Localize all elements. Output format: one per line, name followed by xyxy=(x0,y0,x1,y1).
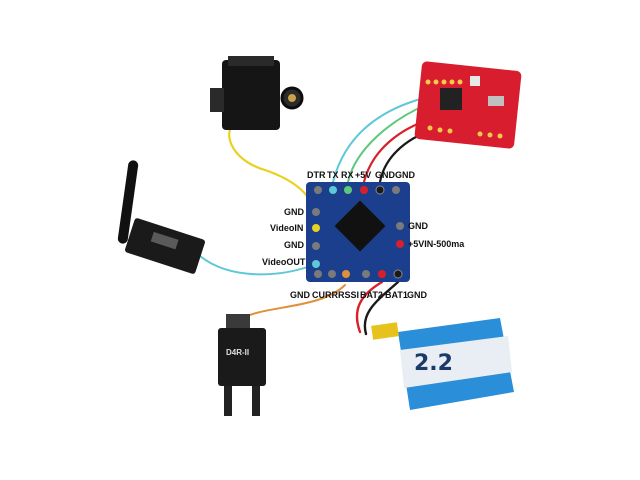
wire-battery-neg xyxy=(363,280,400,336)
pin-label-5v: +5V xyxy=(355,170,372,180)
receiver-body xyxy=(218,328,266,386)
pin-label-rx: RX xyxy=(341,170,354,180)
camera-top xyxy=(228,56,274,66)
osd-top-pins xyxy=(314,185,400,195)
osd-left-pins xyxy=(312,208,320,268)
transmitter-label xyxy=(150,231,179,250)
fc-pads xyxy=(425,79,503,139)
pin-label-videoin: VideoIN xyxy=(270,223,304,233)
fc-usb-port xyxy=(488,96,504,106)
receiver-label: D4R-II xyxy=(226,348,250,357)
pin-label-5vin: +5VIN-500ma xyxy=(408,239,465,249)
fc-button xyxy=(470,76,480,86)
pin-label-curr: CURR xyxy=(312,290,338,300)
video-transmitter xyxy=(117,160,205,274)
pin-label-gnd-left-1: GND xyxy=(284,207,304,217)
camera-body xyxy=(222,60,280,130)
fc-board xyxy=(414,61,522,149)
pin-label-gnd-left-2: GND xyxy=(284,240,304,250)
pin-label-gnd-top-2: GND xyxy=(395,170,415,180)
transmitter-antenna xyxy=(117,160,139,244)
pin-label-gnd-top-1: GND xyxy=(375,170,395,180)
pin-label-dtr: DTR xyxy=(307,170,326,180)
fc-chip xyxy=(440,88,462,110)
camera xyxy=(210,56,304,130)
receiver-antenna-left xyxy=(224,386,232,416)
battery-label-band xyxy=(400,336,512,388)
battery xyxy=(371,318,514,410)
osd-bottom-pins xyxy=(314,269,403,279)
wire-fc-rx xyxy=(347,103,429,183)
pin-label-gnd-bottom-2: GND xyxy=(407,290,427,300)
pin-label-gnd-bottom-1: GND xyxy=(290,290,310,300)
pin-label-gnd-right: GND xyxy=(408,221,428,231)
pin-label-videoout: VideoOUT xyxy=(262,257,306,267)
pin-label-bat2: BAT2 xyxy=(360,290,383,300)
receiver-pins xyxy=(226,314,250,330)
osd-right-pins xyxy=(396,222,404,248)
osd-board xyxy=(306,182,410,282)
pin-label-rssi: RSSI xyxy=(338,290,360,300)
camera-lens-ring xyxy=(288,94,296,102)
wire-battery-pos xyxy=(355,280,384,334)
battery-label: 2.2 xyxy=(414,351,453,376)
receiver-antenna-right xyxy=(252,386,260,416)
camera-bracket xyxy=(210,88,224,112)
wire-transmitter-video xyxy=(199,255,317,276)
pin-label-tx: TX xyxy=(327,170,339,180)
flight-controller xyxy=(414,61,522,149)
receiver xyxy=(218,314,266,416)
wire-fc-tx xyxy=(332,97,425,183)
pin-label-bat1: BAT1 xyxy=(385,290,408,300)
xt60-connector xyxy=(371,322,399,340)
